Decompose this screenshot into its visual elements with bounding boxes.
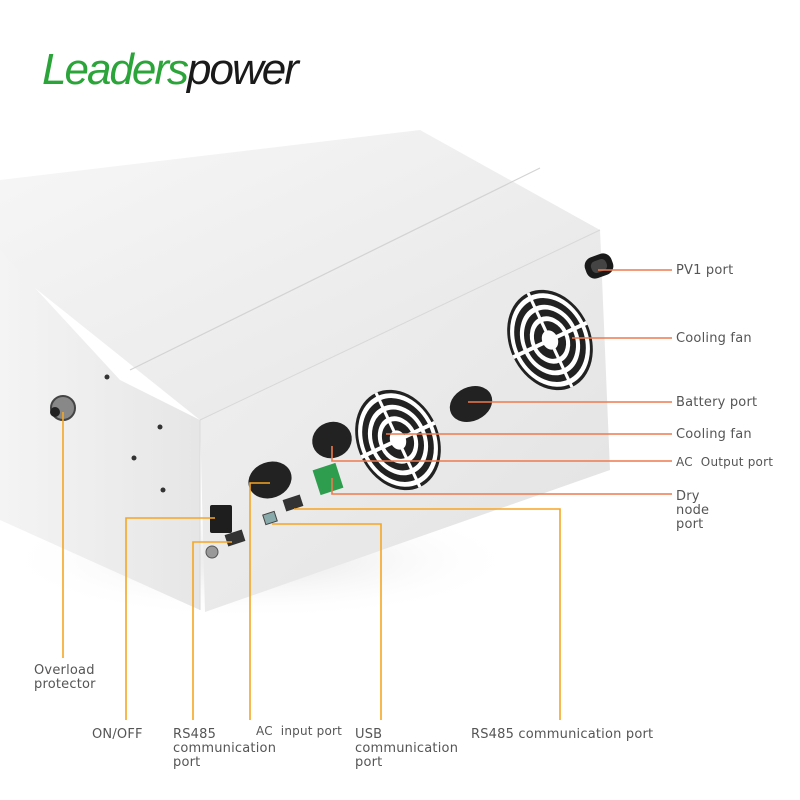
battery-port: [449, 386, 493, 422]
label-rs485-port-a: RS485 communication port: [173, 727, 277, 770]
label-ac-output-port: AC Output port: [676, 455, 774, 469]
device-top: [0, 130, 600, 420]
label-ac-input-port: AC input port: [256, 724, 343, 738]
label-on-off: ON/OFF: [92, 727, 143, 742]
usb-port: [262, 510, 278, 526]
label-pv1-port: PV1 port: [676, 263, 734, 278]
top-seam: [129, 167, 541, 371]
label-cooling-fan-1: Cooling fan: [676, 331, 752, 346]
label-cooling-fan-2: Cooling fan: [676, 427, 752, 442]
label-battery-port: Battery port: [676, 395, 758, 410]
rs485-port-b: [282, 494, 304, 512]
cooling-fan-1: [507, 289, 593, 391]
brand-logo-power: power: [187, 45, 299, 94]
ac-input-port: [248, 461, 292, 499]
overload-protector: [50, 395, 76, 421]
label-rs485-port-b: RS485 communication port: [471, 727, 654, 742]
label-usb-port: USB communication port: [355, 727, 459, 770]
device-side: [0, 250, 200, 610]
label-overload-protector: Overload protector: [34, 663, 96, 692]
ac-output-port: [312, 421, 352, 459]
brand-logo: Leaderspower: [42, 45, 299, 94]
label-dry-node-port: Dry node port: [676, 489, 710, 532]
on-off-switch: [210, 505, 232, 533]
callout-lines: [62, 269, 672, 720]
dry-node-port: [312, 462, 344, 496]
cooling-fan-2: [355, 389, 441, 491]
brand-logo-leaders: Leaders: [42, 45, 189, 94]
